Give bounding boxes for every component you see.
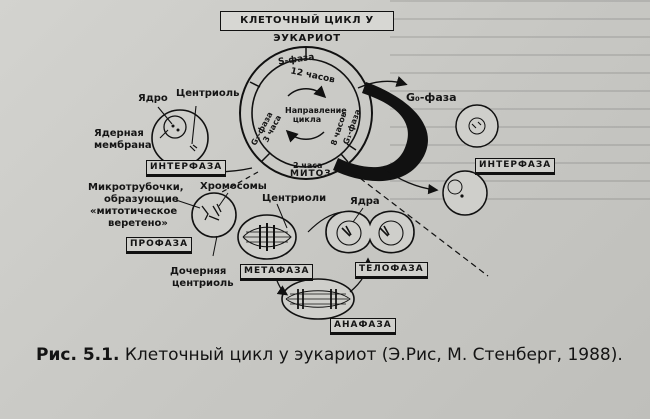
pointer-nucleus — [157, 106, 173, 125]
mitosis-dash-right — [351, 171, 489, 277]
daughter-centriole-label-1: Дочерняя — [170, 266, 227, 277]
ring-divider-bottom-right — [340, 153, 349, 163]
figure-caption-text: Клеточный цикл у эукариот (Э.Рис, М. Сте… — [124, 345, 623, 365]
phase-box-anaphase: АНАФАЗА — [330, 318, 396, 335]
phase-box-prophase: ПРОФАЗА — [126, 237, 193, 254]
nuclear-membrane-label-2: мембрана — [94, 140, 152, 151]
mitosis-label: МИТОЗ — [290, 169, 332, 179]
prophase-cell — [191, 192, 237, 238]
pointer-centrioles — [276, 203, 288, 229]
pointer-microtubules — [175, 199, 201, 209]
figure-number: Рис. 5.1. — [36, 345, 120, 365]
ring-divider-right — [346, 143, 357, 151]
interphase-cells-right — [442, 104, 499, 216]
bleed-through-text — [390, 0, 650, 210]
pointer-membrane — [159, 129, 169, 139]
direction-label: Направление цикла — [285, 106, 347, 124]
microtubules-label-4: веретено» — [108, 218, 168, 229]
microtubules-label-3: «митотическое — [90, 206, 178, 217]
g0-band — [333, 82, 428, 182]
g0-to-cell-arrow — [381, 166, 439, 195]
nuclei-label: Ядра — [350, 196, 380, 207]
mitosis-dash-left — [221, 171, 259, 193]
pointer-centriole — [191, 105, 197, 145]
chromosomes-label: Хромосомы — [200, 181, 267, 192]
phase-box-metaphase: МЕТАФАЗА — [240, 264, 314, 281]
nuclear-membrane-label-1: Ядерная — [94, 128, 144, 139]
diagram-title: КЛЕТОЧНЫЙ ЦИКЛ У ЭУКАРИОТ — [220, 11, 394, 44]
microtubules-label-2: образующие — [104, 194, 179, 205]
metaphase-to-telophase-link — [307, 211, 343, 233]
centrioles-label: Центриоли — [262, 193, 327, 204]
figure-caption: Рис. 5.1. Клеточный цикл у эукариот (Э.Р… — [36, 343, 626, 368]
nucleus-label: Ядро — [138, 93, 168, 104]
direction-arrow-bottom — [285, 129, 325, 143]
g0-phase-label: G₀-фаза — [406, 91, 457, 104]
daughter-centriole-label-2: центриоль — [172, 278, 234, 289]
pointer-chromosomes — [218, 192, 229, 207]
direction-arrow-top — [287, 85, 327, 99]
pointer-nuclei — [352, 207, 364, 223]
ring-divider-left — [249, 81, 261, 88]
mitosis-hours-label: 2 часа — [293, 161, 323, 170]
telophase-cell — [325, 210, 415, 254]
metaphase-cell — [237, 214, 297, 260]
ring-divider-bottom-left — [261, 152, 271, 162]
pointer-daughter — [212, 235, 218, 257]
anaphase-cell — [281, 278, 355, 320]
cycle-ring — [239, 46, 373, 180]
centriole-label: Центриоль — [176, 88, 240, 99]
phase-box-interphase-right: ИНТЕРФАЗА — [475, 158, 556, 175]
microtubules-label-1: Микротрубочки, — [88, 182, 184, 193]
phase-box-interphase-left: ИНТЕРФАЗА — [146, 160, 227, 177]
phase-box-telophase: ТЕЛОФАЗА — [355, 262, 428, 279]
g0-arrow — [357, 76, 408, 89]
